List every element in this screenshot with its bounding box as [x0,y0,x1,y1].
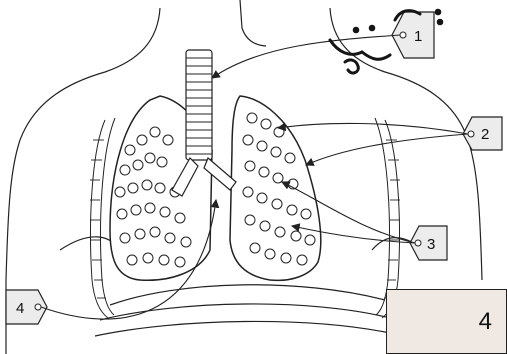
label-tag-2: 2 [463,117,502,150]
tag-3-label: 3 [427,236,435,253]
label-tag-4: 4 [6,290,47,324]
tag-2-label: 2 [481,126,489,143]
label-tag-3: 3 [410,226,447,260]
tag-4-label: 4 [16,300,24,317]
right-lung [230,96,321,280]
page-number-box: 4 [386,289,507,354]
arrow-2a [278,123,468,134]
page-number: 4 [479,308,492,336]
tag-1-label: 1 [414,28,422,45]
arrow-2b [306,134,468,165]
